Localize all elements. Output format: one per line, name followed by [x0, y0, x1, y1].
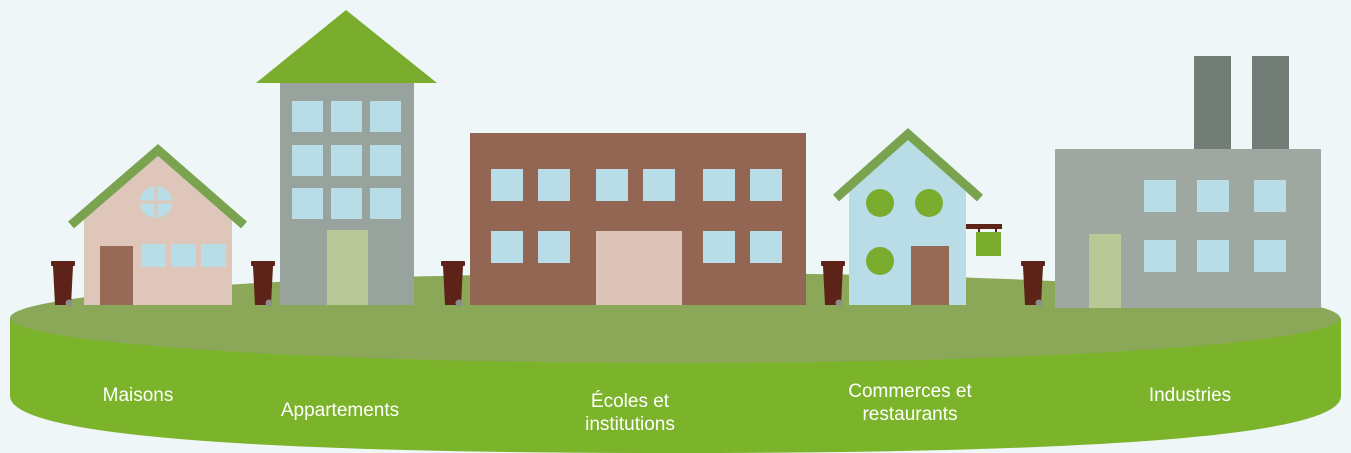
label-commerces-line1: Commerces et: [848, 381, 972, 402]
shop-icon: [833, 127, 1002, 305]
label-ecoles-line1: Écoles et: [590, 391, 670, 412]
trash-bin-icon: [251, 261, 275, 307]
label-ecoles-line2: institutions: [585, 414, 675, 435]
label-maisons-text: Maisons: [102, 385, 174, 406]
label-commerces-restaurants: Commerces et restaurants: [810, 380, 1010, 426]
label-industries-text: Industries: [1148, 385, 1232, 406]
trash-bin-icon: [1021, 261, 1045, 307]
label-appartements: Appartements: [250, 399, 430, 422]
label-maisons: Maisons: [78, 384, 198, 407]
label-industries: Industries: [1120, 384, 1260, 407]
label-ecoles-institutions: Écoles et institutions: [540, 390, 720, 436]
trash-bin-icon: [441, 261, 465, 307]
trash-bin-icon: [51, 261, 75, 307]
label-appartements-text: Appartements: [280, 400, 400, 421]
trash-bin-icon: [821, 261, 845, 307]
school-building-icon: [470, 133, 806, 305]
apartment-tower-icon: [256, 10, 437, 305]
house-icon: [68, 144, 247, 305]
factory-icon: [1055, 56, 1321, 308]
label-commerces-line2: restaurants: [862, 404, 958, 425]
